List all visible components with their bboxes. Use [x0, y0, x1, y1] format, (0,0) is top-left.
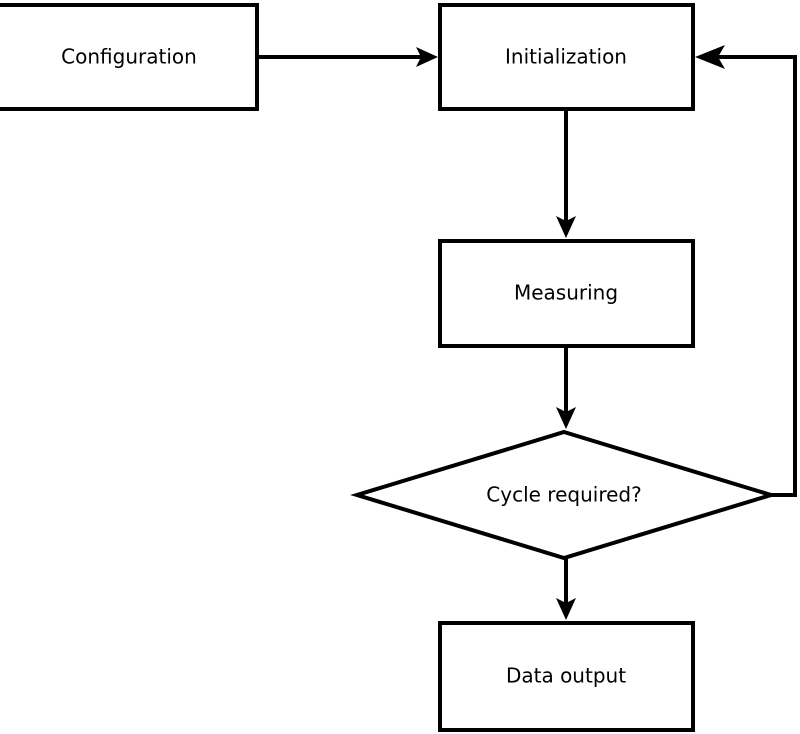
- edge-configuration-to-initialization: [259, 47, 438, 67]
- arrowhead-into-measuring: [556, 216, 576, 238]
- node-measuring-label: Measuring: [514, 281, 618, 305]
- node-configuration-shape[interactable]: [0, 3, 259, 111]
- edge-line-feedback-loop: [712, 55, 797, 497]
- node-initialization-shape[interactable]: [438, 3, 695, 111]
- node-cycle-required-shape[interactable]: [350, 429, 778, 561]
- edge-measuring-to-cycle-required: [556, 348, 576, 429]
- node-data-output[interactable]: Data output: [438, 621, 695, 732]
- node-initialization[interactable]: Initialization: [438, 3, 695, 111]
- node-measuring-shape[interactable]: [438, 239, 695, 348]
- node-cycle-required[interactable]: Cycle required?: [350, 429, 778, 561]
- arrowhead-into-cycle-required: [556, 407, 576, 429]
- node-measuring[interactable]: Measuring: [438, 239, 695, 348]
- edge-cycle-required-to-data-output: [556, 558, 576, 620]
- node-configuration-label: Configuration: [61, 45, 197, 69]
- node-configuration[interactable]: Configuration: [0, 3, 259, 111]
- node-initialization-label: Initialization: [505, 45, 627, 69]
- arrowhead-into-initialization-right: [695, 45, 725, 69]
- node-data-output-label: Data output: [506, 664, 626, 688]
- node-cycle-required-label: Cycle required?: [486, 483, 641, 507]
- arrowhead-into-initialization-left: [416, 47, 438, 67]
- arrowhead-into-data-output: [556, 598, 576, 620]
- edge-initialization-to-measuring: [556, 111, 576, 238]
- edge-cycle-required-to-initialization-feedback: [695, 45, 797, 497]
- node-data-output-shape[interactable]: [438, 621, 695, 732]
